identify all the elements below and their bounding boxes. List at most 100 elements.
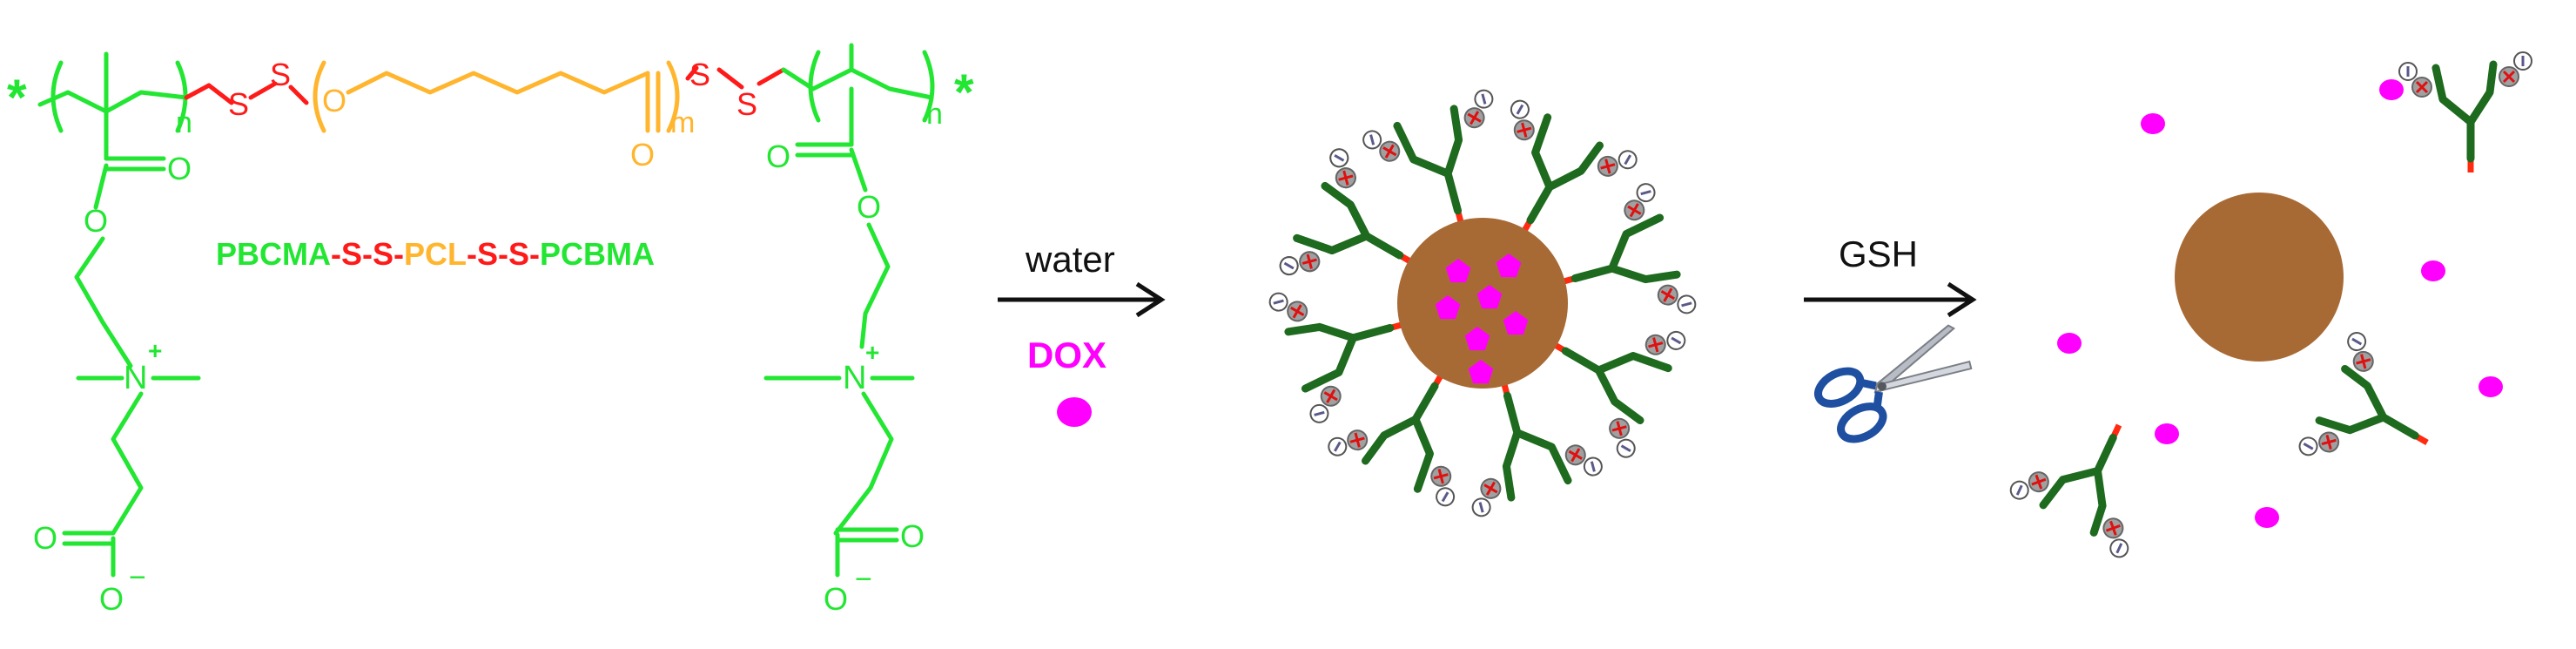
n-subscript-right: n <box>926 98 943 131</box>
s-atom-4: S <box>736 86 757 122</box>
positive-charge-icon <box>1335 167 1356 189</box>
right-arrow-icon <box>998 281 1166 318</box>
bracket-right-close <box>922 50 935 123</box>
step1-label: water <box>1025 239 1115 280</box>
n-atom-right: N <box>843 360 866 396</box>
negative-charge-icon <box>1618 150 1638 170</box>
star-right: * <box>954 64 974 121</box>
bracket-right-open <box>808 50 821 123</box>
positive-charge-icon <box>1347 429 1369 451</box>
negative-charge-icon <box>1268 292 1288 312</box>
positive-charge-icon <box>2352 350 2374 372</box>
polymer-name-pbcma-1: PBCMA <box>216 236 331 272</box>
positive-charge-icon <box>1609 417 1631 439</box>
negative-charge-icon <box>2398 62 2418 81</box>
n-subscript-left: n <box>176 106 192 139</box>
cleaved-fragment <box>2009 423 2129 558</box>
negative-charge-icon <box>1471 497 1491 517</box>
o-carboxyl-right: O <box>900 518 925 554</box>
polymer-name: PBCMA-S-S-PCL-S-S-PCBMA <box>216 236 655 272</box>
carboxyl-left <box>62 531 114 546</box>
bracket-pcl-open <box>313 60 326 133</box>
polymer-arm <box>1268 292 1407 423</box>
s-atom-2: S <box>270 57 291 92</box>
positive-charge-icon <box>1624 199 1645 221</box>
negative-charge-icon <box>1666 330 1686 350</box>
positive-charge-icon <box>1480 477 1502 499</box>
released-dox-dot <box>2478 376 2503 397</box>
minus-left: − <box>129 561 146 594</box>
minus-right: − <box>855 563 872 596</box>
negative-charge-icon <box>1510 99 1530 119</box>
o-carbonyl-left: O <box>167 151 192 186</box>
negative-charge-icon <box>1329 148 1349 168</box>
o-pcl: O <box>322 83 346 118</box>
ethylene-left <box>74 236 133 368</box>
positive-charge-icon <box>2028 471 2049 493</box>
negative-charge-icon <box>2347 332 2367 352</box>
cleaved-fragment <box>2298 332 2429 456</box>
carboxyl-right <box>835 527 899 543</box>
star-left: * <box>7 70 27 126</box>
polymer-arm <box>1471 379 1603 517</box>
dox-pentagon-icon <box>1476 285 1503 309</box>
step1: water DOX <box>998 239 1166 427</box>
negative-charge-icon <box>1474 89 1494 109</box>
polymer-name-pcbma-2: PCBMA <box>540 236 655 272</box>
negative-charge-icon <box>1328 436 1348 456</box>
polymer-name-pcl: PCL <box>404 236 467 272</box>
disulfide-left-bonds <box>206 81 309 105</box>
micelle <box>1268 89 1697 517</box>
negative-charge-icon <box>1436 487 1456 507</box>
step1-reagent: DOX <box>1027 335 1106 375</box>
chemical-structure: * n O O N + O O − S S O O <box>7 43 974 617</box>
positive-charge-icon <box>1430 465 1452 487</box>
disulfide-right-bonds <box>685 65 786 90</box>
negative-charge-icon <box>2109 538 2129 558</box>
negative-charge-icon <box>1309 403 1329 423</box>
dox-pentagon-icon <box>1445 259 1471 283</box>
released-core <box>2175 193 2344 362</box>
s-atom-3: S <box>689 57 710 92</box>
cleaved-fragment <box>2398 51 2532 172</box>
negative-charge-icon <box>1362 130 1382 150</box>
micelle-arms <box>1268 89 1697 517</box>
polymer-arm <box>1279 148 1416 276</box>
released-dox-dot <box>2155 423 2179 444</box>
right-arrow-icon <box>1804 281 1977 318</box>
positive-charge-icon <box>1657 284 1678 306</box>
pcl-chain <box>346 71 650 95</box>
polymer-arm <box>1558 183 1697 314</box>
bracket-left-open <box>50 60 64 133</box>
negative-charge-icon <box>1279 256 1299 276</box>
positive-charge-icon <box>1287 301 1308 322</box>
positive-charge-icon <box>1644 334 1666 355</box>
n-atom-left: N <box>124 360 147 396</box>
negative-charge-icon <box>1616 438 1636 458</box>
released-dox-dot <box>2141 113 2165 134</box>
scissors-icon <box>1814 324 1973 443</box>
m-subscript: m <box>670 106 695 139</box>
negative-charge-icon <box>1583 456 1603 477</box>
ester-right <box>849 147 868 193</box>
bracket-pcl-close <box>666 60 680 133</box>
positive-charge-icon <box>2318 431 2340 453</box>
encapsulated-dox <box>1435 254 1529 384</box>
positive-charge-icon <box>1379 140 1401 162</box>
polymer-arm <box>1550 330 1686 458</box>
step2: GSH <box>1804 233 1977 443</box>
positive-charge-icon <box>1564 444 1586 466</box>
released-dox-dot <box>2379 79 2404 100</box>
ester-left <box>93 163 109 210</box>
o-anion-right: O <box>824 581 848 617</box>
step2-label: GSH <box>1839 233 1918 274</box>
polymer-arm <box>1510 99 1638 236</box>
negative-charge-icon <box>2009 480 2029 500</box>
carbonyl-left <box>104 156 166 172</box>
dox-dot-icon <box>1057 397 1092 427</box>
positive-charge-icon <box>1513 119 1535 141</box>
dox-pentagon-icon <box>1503 311 1529 335</box>
dox-pentagon-icon <box>1464 327 1490 351</box>
polymer-arm <box>1362 89 1494 227</box>
dox-pentagon-icon <box>1468 360 1494 384</box>
